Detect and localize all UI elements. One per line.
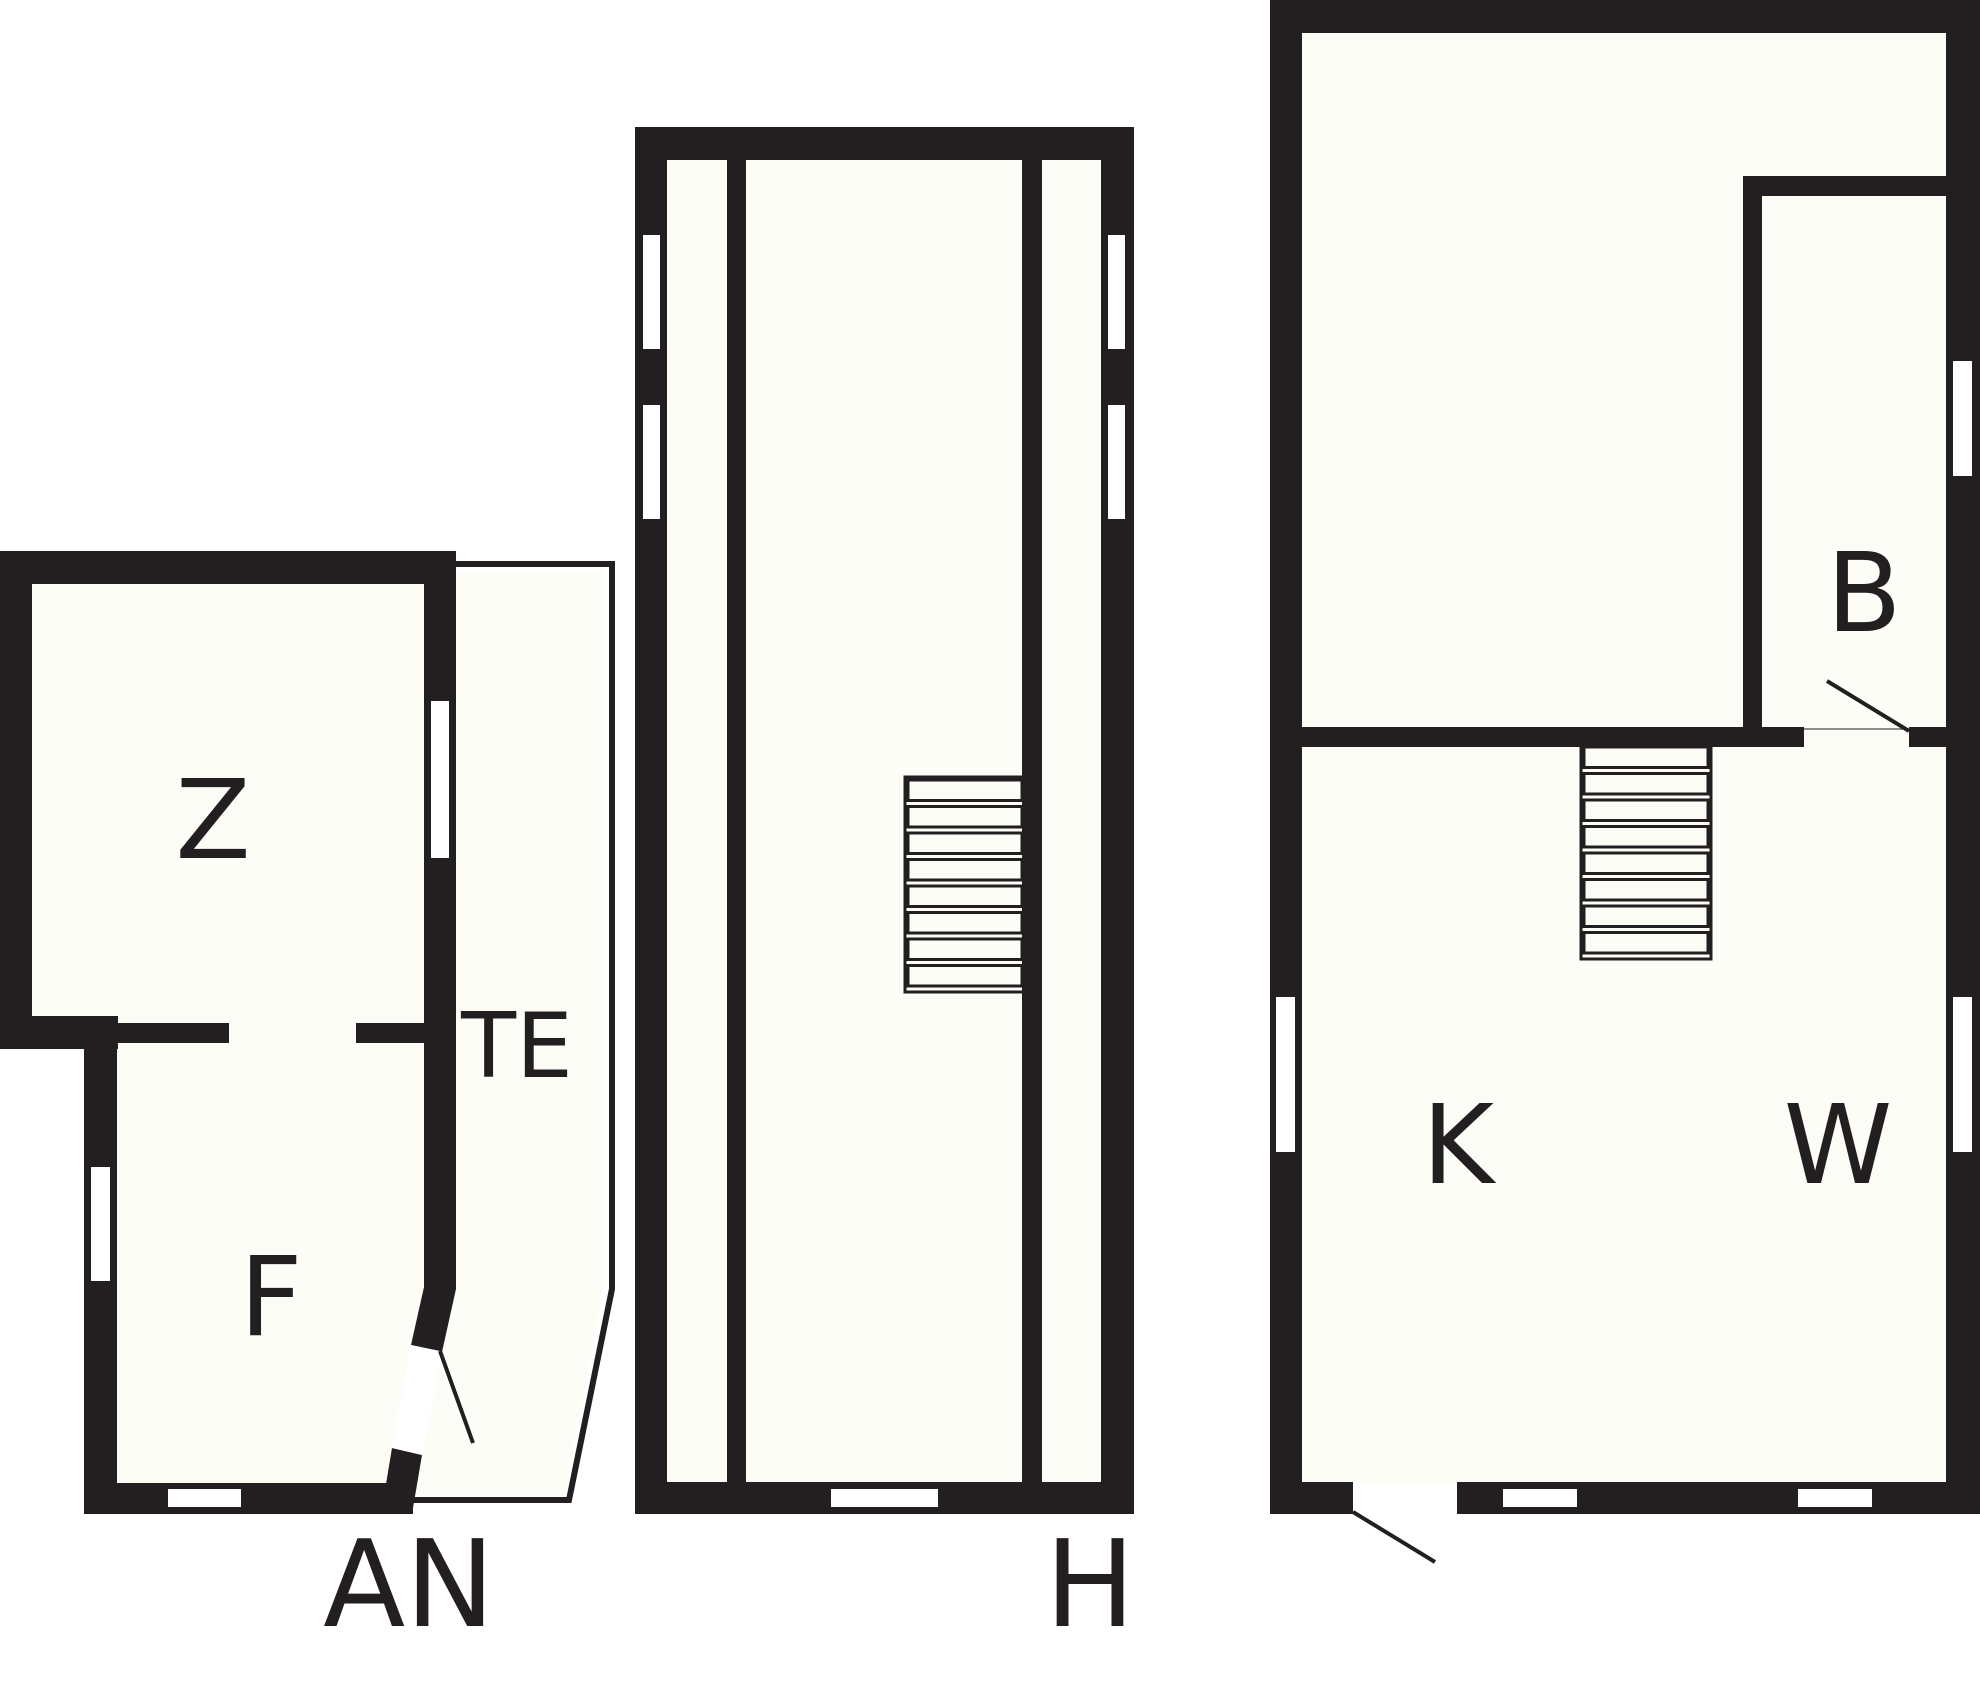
stair-tread <box>906 805 1024 829</box>
wall-h-inner-left <box>727 159 746 1483</box>
terrace-outline <box>410 561 615 1503</box>
window-r-right-1 <box>1953 361 1972 476</box>
room-label-z: Z <box>175 756 250 884</box>
building-label-h: H <box>1045 1516 1135 1655</box>
window-h-right-2 <box>1108 405 1125 519</box>
stair-tread <box>906 858 1024 882</box>
wall-r-left <box>1270 0 1302 1514</box>
window-z-right <box>431 701 449 858</box>
stair-tread <box>1582 904 1710 928</box>
window-r-left <box>1276 997 1295 1152</box>
room-label-b: B <box>1826 529 1901 657</box>
window-h-left-2 <box>643 405 660 519</box>
wall-r-b-left <box>1743 176 1762 733</box>
stairs-right <box>1579 742 1713 961</box>
room-label-f: F <box>239 1233 302 1361</box>
wall-zf-right <box>356 1023 425 1043</box>
stair-tread <box>906 964 1024 988</box>
building-h <box>635 127 1134 1514</box>
wall-r-bottom-left <box>1270 1482 1353 1514</box>
stair-tread <box>906 937 1024 961</box>
building-label-an: AN <box>323 1516 495 1655</box>
door-swing-b <box>1825 679 1911 733</box>
stair-frame <box>903 775 1027 994</box>
stair-tread <box>1582 745 1710 769</box>
wall-h-right <box>1101 127 1134 1514</box>
wall-r-top <box>1270 0 1980 33</box>
room-label-w: W <box>1784 1081 1893 1209</box>
stair-tread <box>1582 931 1710 955</box>
wall-r-right <box>1946 0 1980 1514</box>
wall-r-middle-horizontal <box>1302 727 1804 747</box>
stair-tread <box>1582 825 1710 849</box>
building-right <box>1270 0 1980 1564</box>
window-h-left-1 <box>643 235 660 349</box>
wall-r-b-top <box>1743 176 1947 196</box>
window-r-bottom-2 <box>1798 1489 1872 1507</box>
stair-frame <box>1579 742 1713 961</box>
wall-h-top <box>635 127 1134 160</box>
stairs-h <box>903 775 1027 994</box>
wall-zf-left <box>117 1023 229 1043</box>
wall-z-left <box>0 551 32 1049</box>
stair-tread <box>906 831 1024 855</box>
door-opening-te <box>392 1345 440 1455</box>
window-h-right-1 <box>1108 235 1125 349</box>
stair-tread <box>906 778 1024 802</box>
wall-r-b-bottom-right <box>1909 727 1947 747</box>
door-swing-entrance <box>1351 1510 1437 1564</box>
wall-h-inner-right <box>1022 159 1042 1483</box>
window-h-bottom <box>831 1489 938 1507</box>
window-r-right-2 <box>1953 997 1972 1152</box>
door-swing-te <box>438 1350 475 1444</box>
wall-f-bottom <box>84 1483 413 1514</box>
floor-te <box>415 571 604 1495</box>
stair-tread <box>1582 772 1710 796</box>
wall-h-left <box>635 127 667 1514</box>
wall-z-top <box>0 551 456 584</box>
stair-tread <box>906 911 1024 935</box>
building-an <box>0 551 615 1514</box>
stair-tread <box>1582 878 1710 902</box>
window-f-bottom <box>168 1489 241 1507</box>
wall-r-b-bottom-left <box>1743 727 1804 747</box>
room-label-te: TE <box>460 994 573 1099</box>
stair-tread <box>1582 851 1710 875</box>
window-f-left <box>91 1167 110 1281</box>
room-label-k: K <box>1422 1081 1497 1209</box>
stair-tread <box>906 884 1024 908</box>
wall-f-door-jamb <box>381 1448 422 1514</box>
window-r-bottom-1 <box>1503 1489 1577 1507</box>
stair-tread <box>1582 798 1710 822</box>
